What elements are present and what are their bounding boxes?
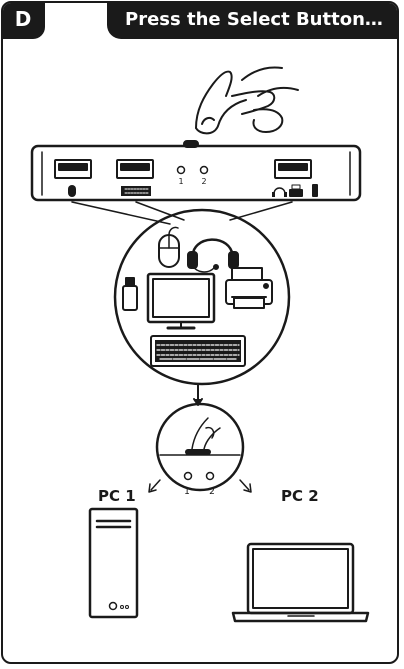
step-badge: D (3, 3, 45, 39)
zoom-finger-icon (191, 417, 221, 450)
title-bar: Press the Select Button… (107, 3, 397, 39)
hub-mouse-icon (68, 185, 76, 197)
step-letter: D (14, 7, 32, 31)
connector-lines (71, 201, 293, 225)
instruction-panel: D Press the Select Button… (1, 1, 399, 664)
step-title: Press the Select Button… (125, 9, 383, 30)
hub-usb-icon (312, 184, 318, 197)
usb-stick-icon (122, 277, 138, 311)
arrow-to-pc2 (239, 479, 252, 493)
desktop-tower-icon (88, 507, 139, 619)
headset-icon (187, 238, 239, 273)
select-button-zoom (155, 402, 245, 492)
monitor-icon (146, 272, 216, 330)
printer-icon (225, 267, 273, 309)
hub-headset-icon (272, 187, 287, 197)
pc1-label: PC 1 (98, 487, 136, 505)
arrow-to-pc1 (148, 479, 161, 493)
hub-keyboard-icon (121, 186, 151, 196)
hub-port-1-label: 1 (178, 177, 183, 186)
laptop-icon (231, 542, 370, 623)
down-arrow (193, 384, 203, 406)
zoom-port-1-label: 1 (184, 487, 190, 497)
pc2-label: PC 2 (281, 487, 319, 505)
finger-press-icon (183, 66, 299, 148)
kvm-hub (30, 144, 362, 202)
mouse-icon (158, 226, 180, 268)
hub-port-2-label: 2 (201, 177, 206, 186)
keyboard-icon (150, 335, 246, 367)
hub-printer-icon (289, 184, 303, 197)
zoom-port-2-label: 2 (209, 487, 215, 497)
peripheral-circle (113, 208, 291, 386)
